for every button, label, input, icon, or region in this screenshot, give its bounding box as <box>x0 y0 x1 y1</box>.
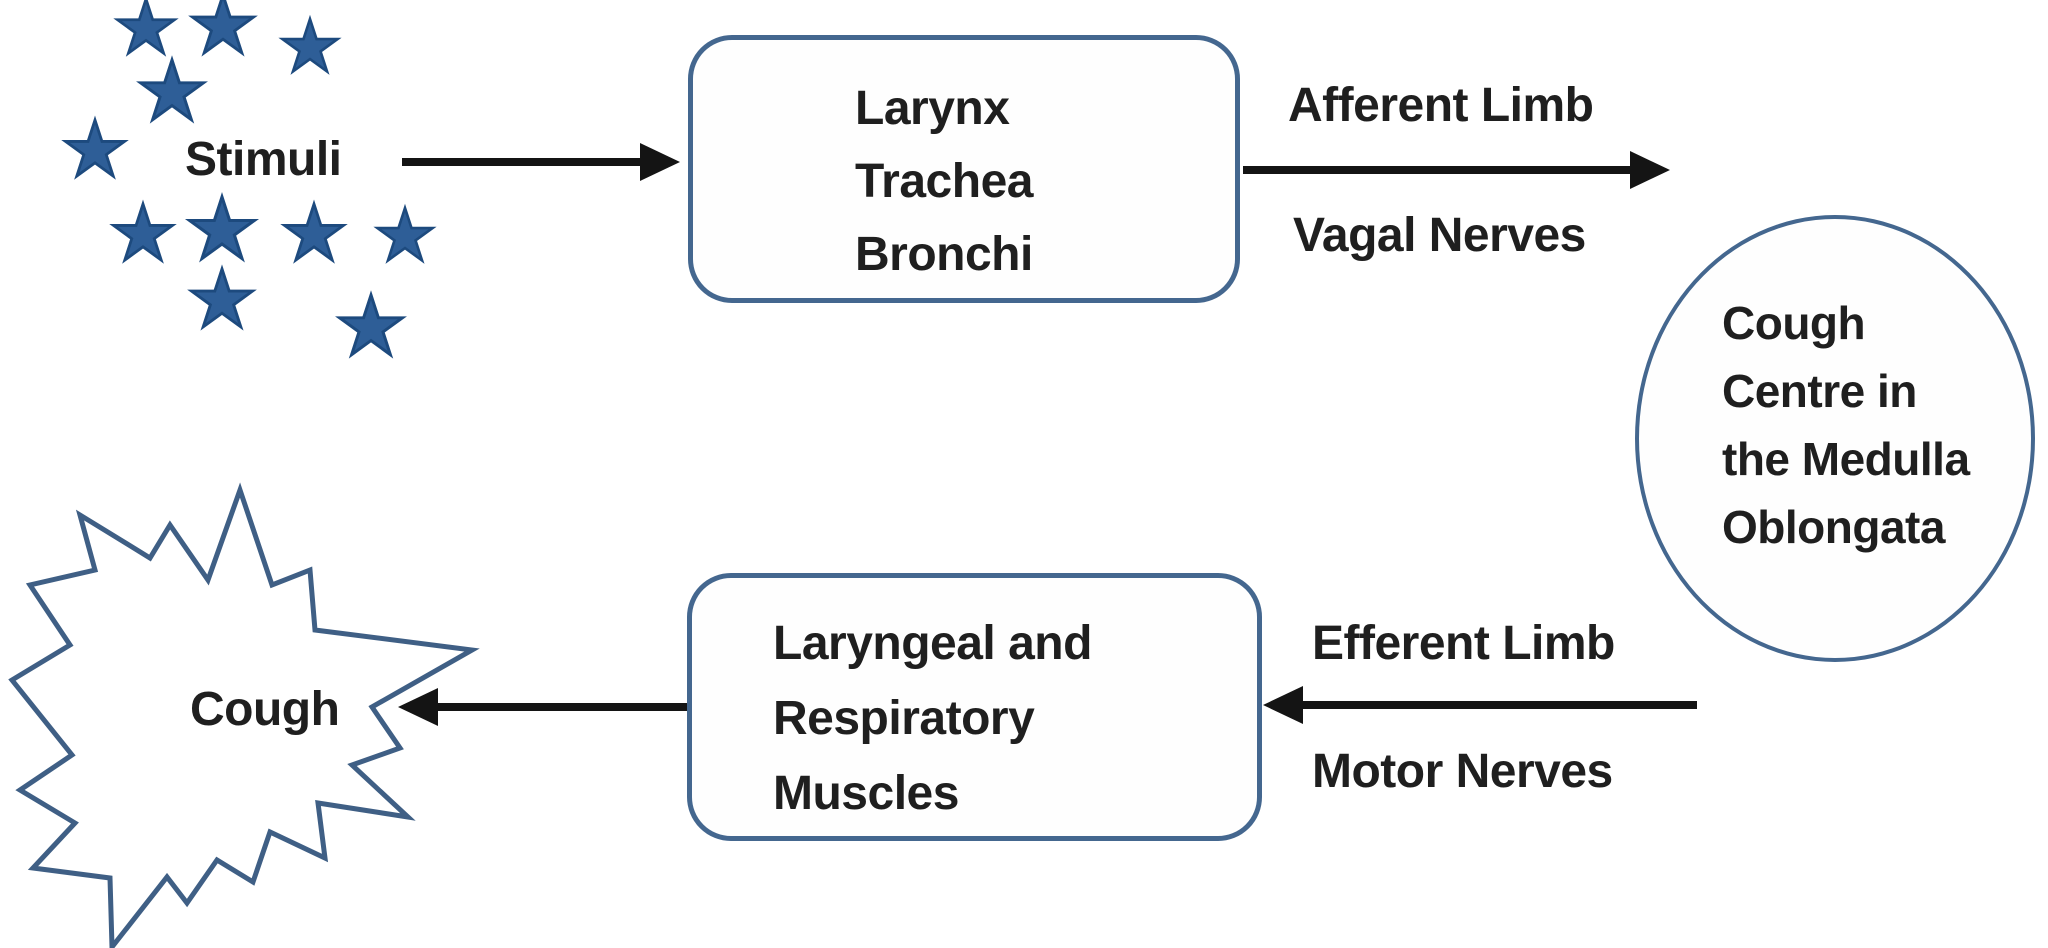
motor-nerves-label: Motor Nerves <box>1312 745 1613 798</box>
airways-line-2: Trachea <box>855 155 1033 208</box>
arrow-efferent <box>1263 686 1697 724</box>
cough-centre-line-3: the Medulla <box>1722 433 1970 485</box>
star-icon <box>117 0 174 53</box>
arrow-afferent <box>1243 151 1670 189</box>
cough-centre-line-4: Oblongata <box>1722 501 1945 553</box>
arrow-to-cough <box>398 688 687 726</box>
muscles-box: Laryngeal and Respiratory Muscles <box>687 573 1262 841</box>
star-icon <box>141 60 204 120</box>
cough-starburst-icon <box>8 482 480 948</box>
cough-centre-line-1: Cough <box>1722 297 1866 349</box>
stimuli-label: Stimuli <box>185 133 342 186</box>
arrow-stimuli-to-airways <box>402 143 680 181</box>
star-icon <box>285 204 344 260</box>
cough-label: Cough <box>190 683 340 736</box>
efferent-limb-label: Efferent Limb <box>1312 617 1615 670</box>
star-icon <box>66 120 125 176</box>
airways-line-3: Bronchi <box>855 228 1033 281</box>
star-icon <box>192 269 253 327</box>
airways-line-1: Larynx <box>855 82 1010 135</box>
muscles-line-1: Laryngeal and <box>773 617 1092 670</box>
muscles-line-2: Respiratory <box>773 692 1035 745</box>
cough-centre-ellipse: Cough Centre in the Medulla Oblongata <box>1635 215 2035 662</box>
afferent-limb-label: Afferent Limb <box>1288 79 1594 132</box>
star-icon <box>377 208 432 260</box>
cough-centre-line-2: Centre in <box>1722 365 1917 417</box>
star-icon <box>193 0 254 53</box>
star-icon <box>190 197 255 259</box>
airways-box: Larynx Trachea Bronchi <box>688 35 1240 303</box>
muscles-line-3: Muscles <box>773 767 959 820</box>
star-icon <box>114 204 173 260</box>
star-icon <box>340 295 403 355</box>
vagal-nerves-label: Vagal Nerves <box>1293 209 1586 262</box>
star-icon <box>282 19 337 71</box>
